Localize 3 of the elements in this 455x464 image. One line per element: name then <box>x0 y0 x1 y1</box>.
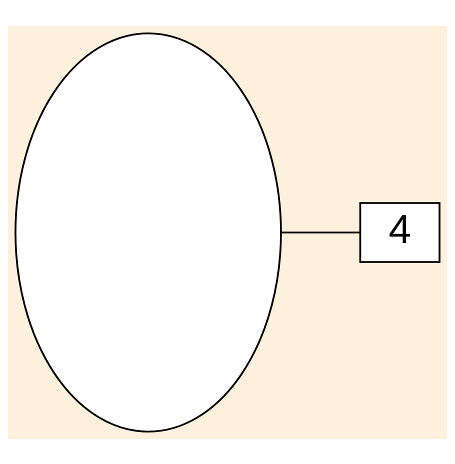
node-box: 4 <box>359 202 440 262</box>
node-ellipse <box>14 32 282 432</box>
connector <box>281 231 360 233</box>
